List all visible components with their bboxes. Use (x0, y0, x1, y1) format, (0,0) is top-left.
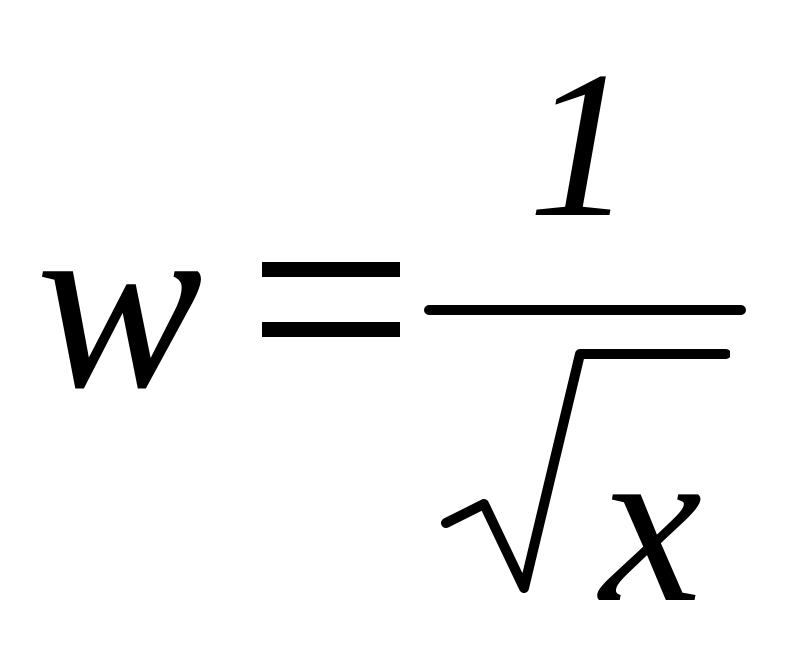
numerator-one: 1 (528, 29, 633, 261)
variable-x: x (600, 395, 703, 650)
radical-sign-stroke (441, 349, 730, 593)
variable-w: w (36, 164, 203, 441)
equation: w 1 x (36, 29, 746, 650)
square-root-icon (441, 349, 730, 593)
equals-sign (262, 262, 400, 338)
equals-bar-bottom (262, 322, 400, 337)
equals-bar-top (262, 262, 400, 277)
fraction-bar (424, 305, 746, 315)
